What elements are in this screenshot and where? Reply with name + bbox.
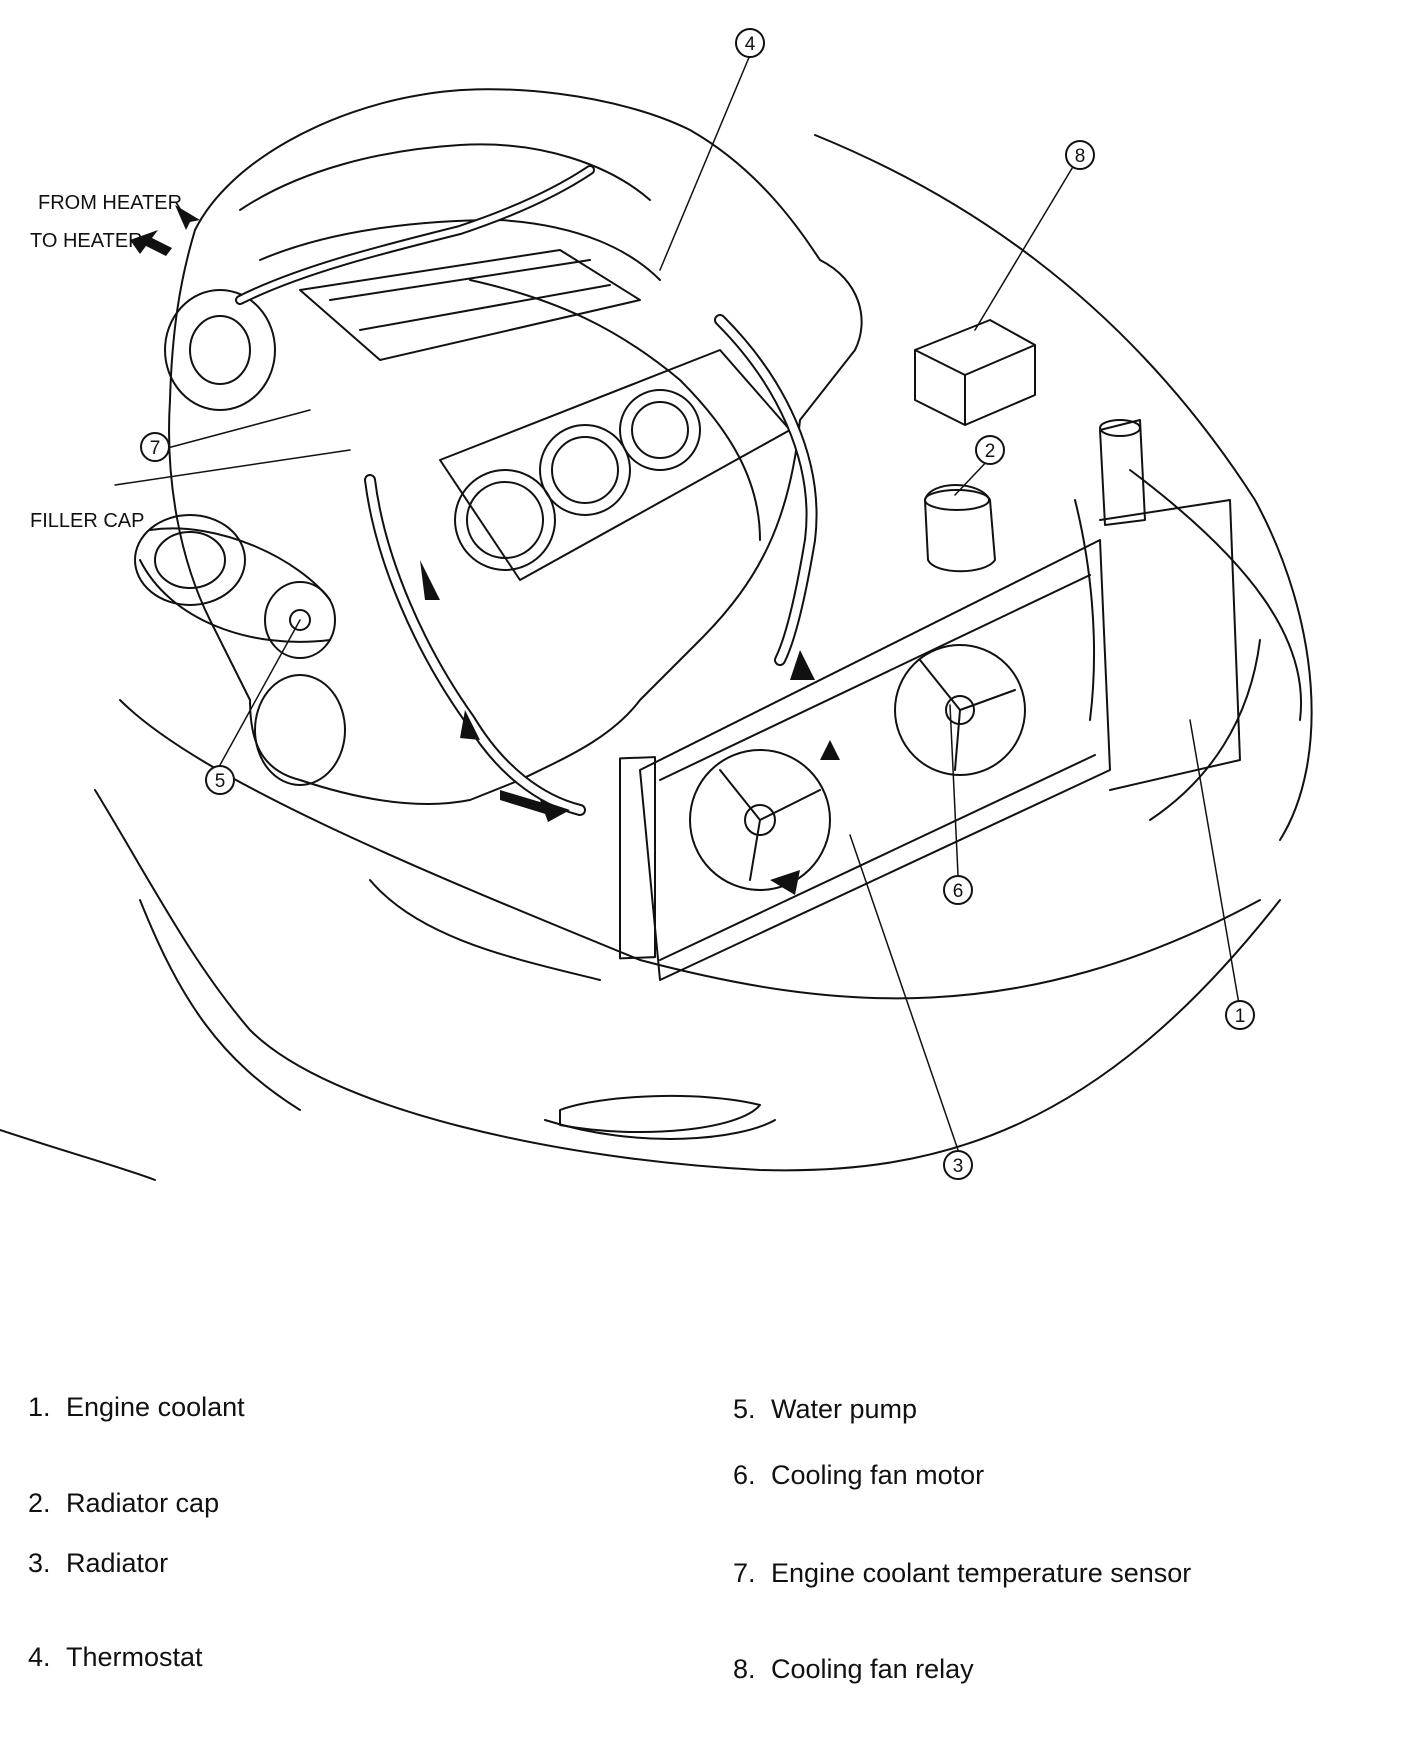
legend-text: Engine coolant: [66, 1392, 245, 1422]
legend-number: 1.: [28, 1392, 51, 1422]
callout-1: 1: [1225, 1000, 1255, 1030]
callout-leader-lines: [114, 54, 1241, 1151]
legend-item-6: 6. Cooling fan motor: [733, 1460, 984, 1491]
legend-number: 2.: [28, 1488, 51, 1518]
legend-item-2: 2. Radiator cap: [28, 1488, 219, 1519]
legend-number: 7.: [733, 1558, 756, 1588]
legend-number: 4.: [28, 1642, 51, 1672]
legend-number: 6.: [733, 1460, 756, 1490]
from-heater-label: FROM HEATER: [38, 192, 183, 214]
legend-number: 5.: [733, 1394, 756, 1424]
callout-8: 8: [1065, 140, 1095, 170]
legend-item-7: 7. Engine coolant temperature sensor: [733, 1558, 1191, 1589]
legend-item-8: 8. Cooling fan relay: [733, 1654, 974, 1685]
cooling-fan-relay-box: [914, 319, 1036, 426]
callout-4: 4: [735, 28, 765, 58]
callout-6: 6: [943, 875, 973, 905]
callout-2: 2: [975, 435, 1005, 465]
legend-text: Cooling fan motor: [771, 1460, 985, 1490]
engine-cooling-system-illustration: [0, 54, 1313, 1181]
radiator-assembly: [619, 419, 1241, 981]
car-body-outline: [0, 134, 1313, 1181]
legend-text: Cooling fan relay: [771, 1654, 974, 1684]
legend-item-5: 5. Water pump: [733, 1394, 917, 1425]
legend-text: Engine coolant temperature sensor: [771, 1558, 1192, 1588]
legend-number: 8.: [733, 1654, 756, 1684]
legend-text: Thermostat: [66, 1642, 203, 1672]
legend-item-4: 4. Thermostat: [28, 1642, 203, 1673]
callout-3: 3: [943, 1150, 973, 1180]
engine-block: [134, 88, 863, 816]
callout-5: 5: [205, 765, 235, 795]
coolant-flow-arrows: [130, 205, 840, 895]
legend-text: Water pump: [771, 1394, 918, 1424]
to-heater-label: TO HEATER: [30, 230, 143, 252]
filler-cap-label: FILLER CAP: [30, 510, 145, 532]
legend-text: Radiator: [66, 1548, 169, 1578]
legend-text: Radiator cap: [66, 1488, 220, 1518]
legend-number: 3.: [28, 1548, 51, 1578]
legend-item-3: 3. Radiator: [28, 1548, 168, 1579]
legend-item-1: 1. Engine coolant: [28, 1392, 245, 1423]
callout-7: 7: [140, 432, 170, 462]
